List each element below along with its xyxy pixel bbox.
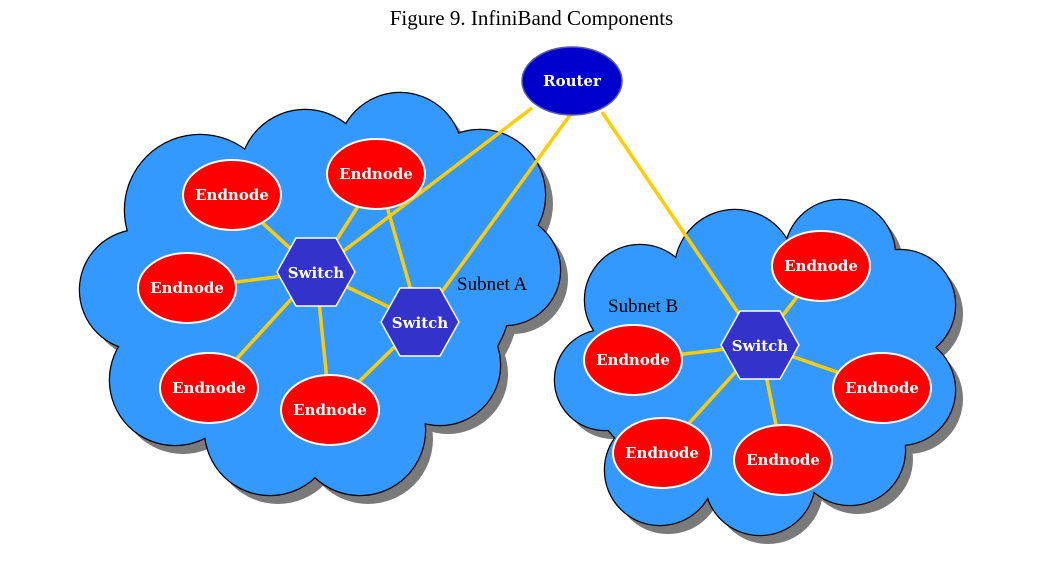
link-router-switch-a2	[418, 113, 572, 324]
subnet-a-endnode-4: Endnode	[159, 352, 259, 424]
subnet-a-endnode-3-label: Endnode	[150, 279, 224, 297]
subnet-a-switch-2-label: Switch	[392, 314, 449, 332]
subnet-a-switch-1-label: Switch	[288, 264, 345, 282]
subnet-b-switch-1-label: Switch	[732, 337, 789, 355]
subnet-a-label: Subnet A	[457, 274, 527, 295]
subnet-a-endnode-3: Endnode	[137, 252, 237, 324]
subnet-a-endnode-1-label: Endnode	[195, 186, 269, 204]
subnet-b-endnode-5: Endnode	[733, 424, 833, 496]
subnet-b-switch-1: Switch	[720, 310, 800, 380]
subnet-a-endnode-2: Endnode	[326, 138, 426, 210]
subnet-b-endnode-1-label: Endnode	[784, 257, 858, 275]
subnet-a-endnode-1: Endnode	[182, 159, 282, 231]
subnet-b-endnode-3: Endnode	[832, 352, 932, 424]
subnet-b-endnode-4-label: Endnode	[625, 444, 699, 462]
subnet-b-endnode-2-label: Endnode	[596, 351, 670, 369]
subnet-a-endnode-5: Endnode	[280, 374, 380, 446]
subnet-a-endnode-4-label: Endnode	[172, 379, 246, 397]
subnet-b-endnode-1: Endnode	[771, 230, 871, 302]
subnet-b-endnode-3-label: Endnode	[845, 379, 919, 397]
subnet-a-endnode-5-label: Endnode	[293, 401, 367, 419]
subnet-a-switch-2: Switch	[380, 287, 460, 357]
subnet-b-endnode-2: Endnode	[583, 324, 683, 396]
subnet-b-endnode-4: Endnode	[612, 417, 712, 489]
router: Router	[521, 46, 623, 116]
link-router-switch-a1	[314, 106, 534, 274]
router-label: Router	[543, 72, 602, 90]
subnet-b-label: Subnet B	[608, 296, 678, 317]
subnet-a-endnode-2-label: Endnode	[339, 165, 413, 183]
figure-title: Figure 9. InfiniBand Components	[389, 6, 674, 30]
subnet-a-switch-1: Switch	[276, 237, 356, 307]
subnet-b-endnode-5-label: Endnode	[746, 451, 820, 469]
link-router-switch-b	[600, 111, 762, 346]
